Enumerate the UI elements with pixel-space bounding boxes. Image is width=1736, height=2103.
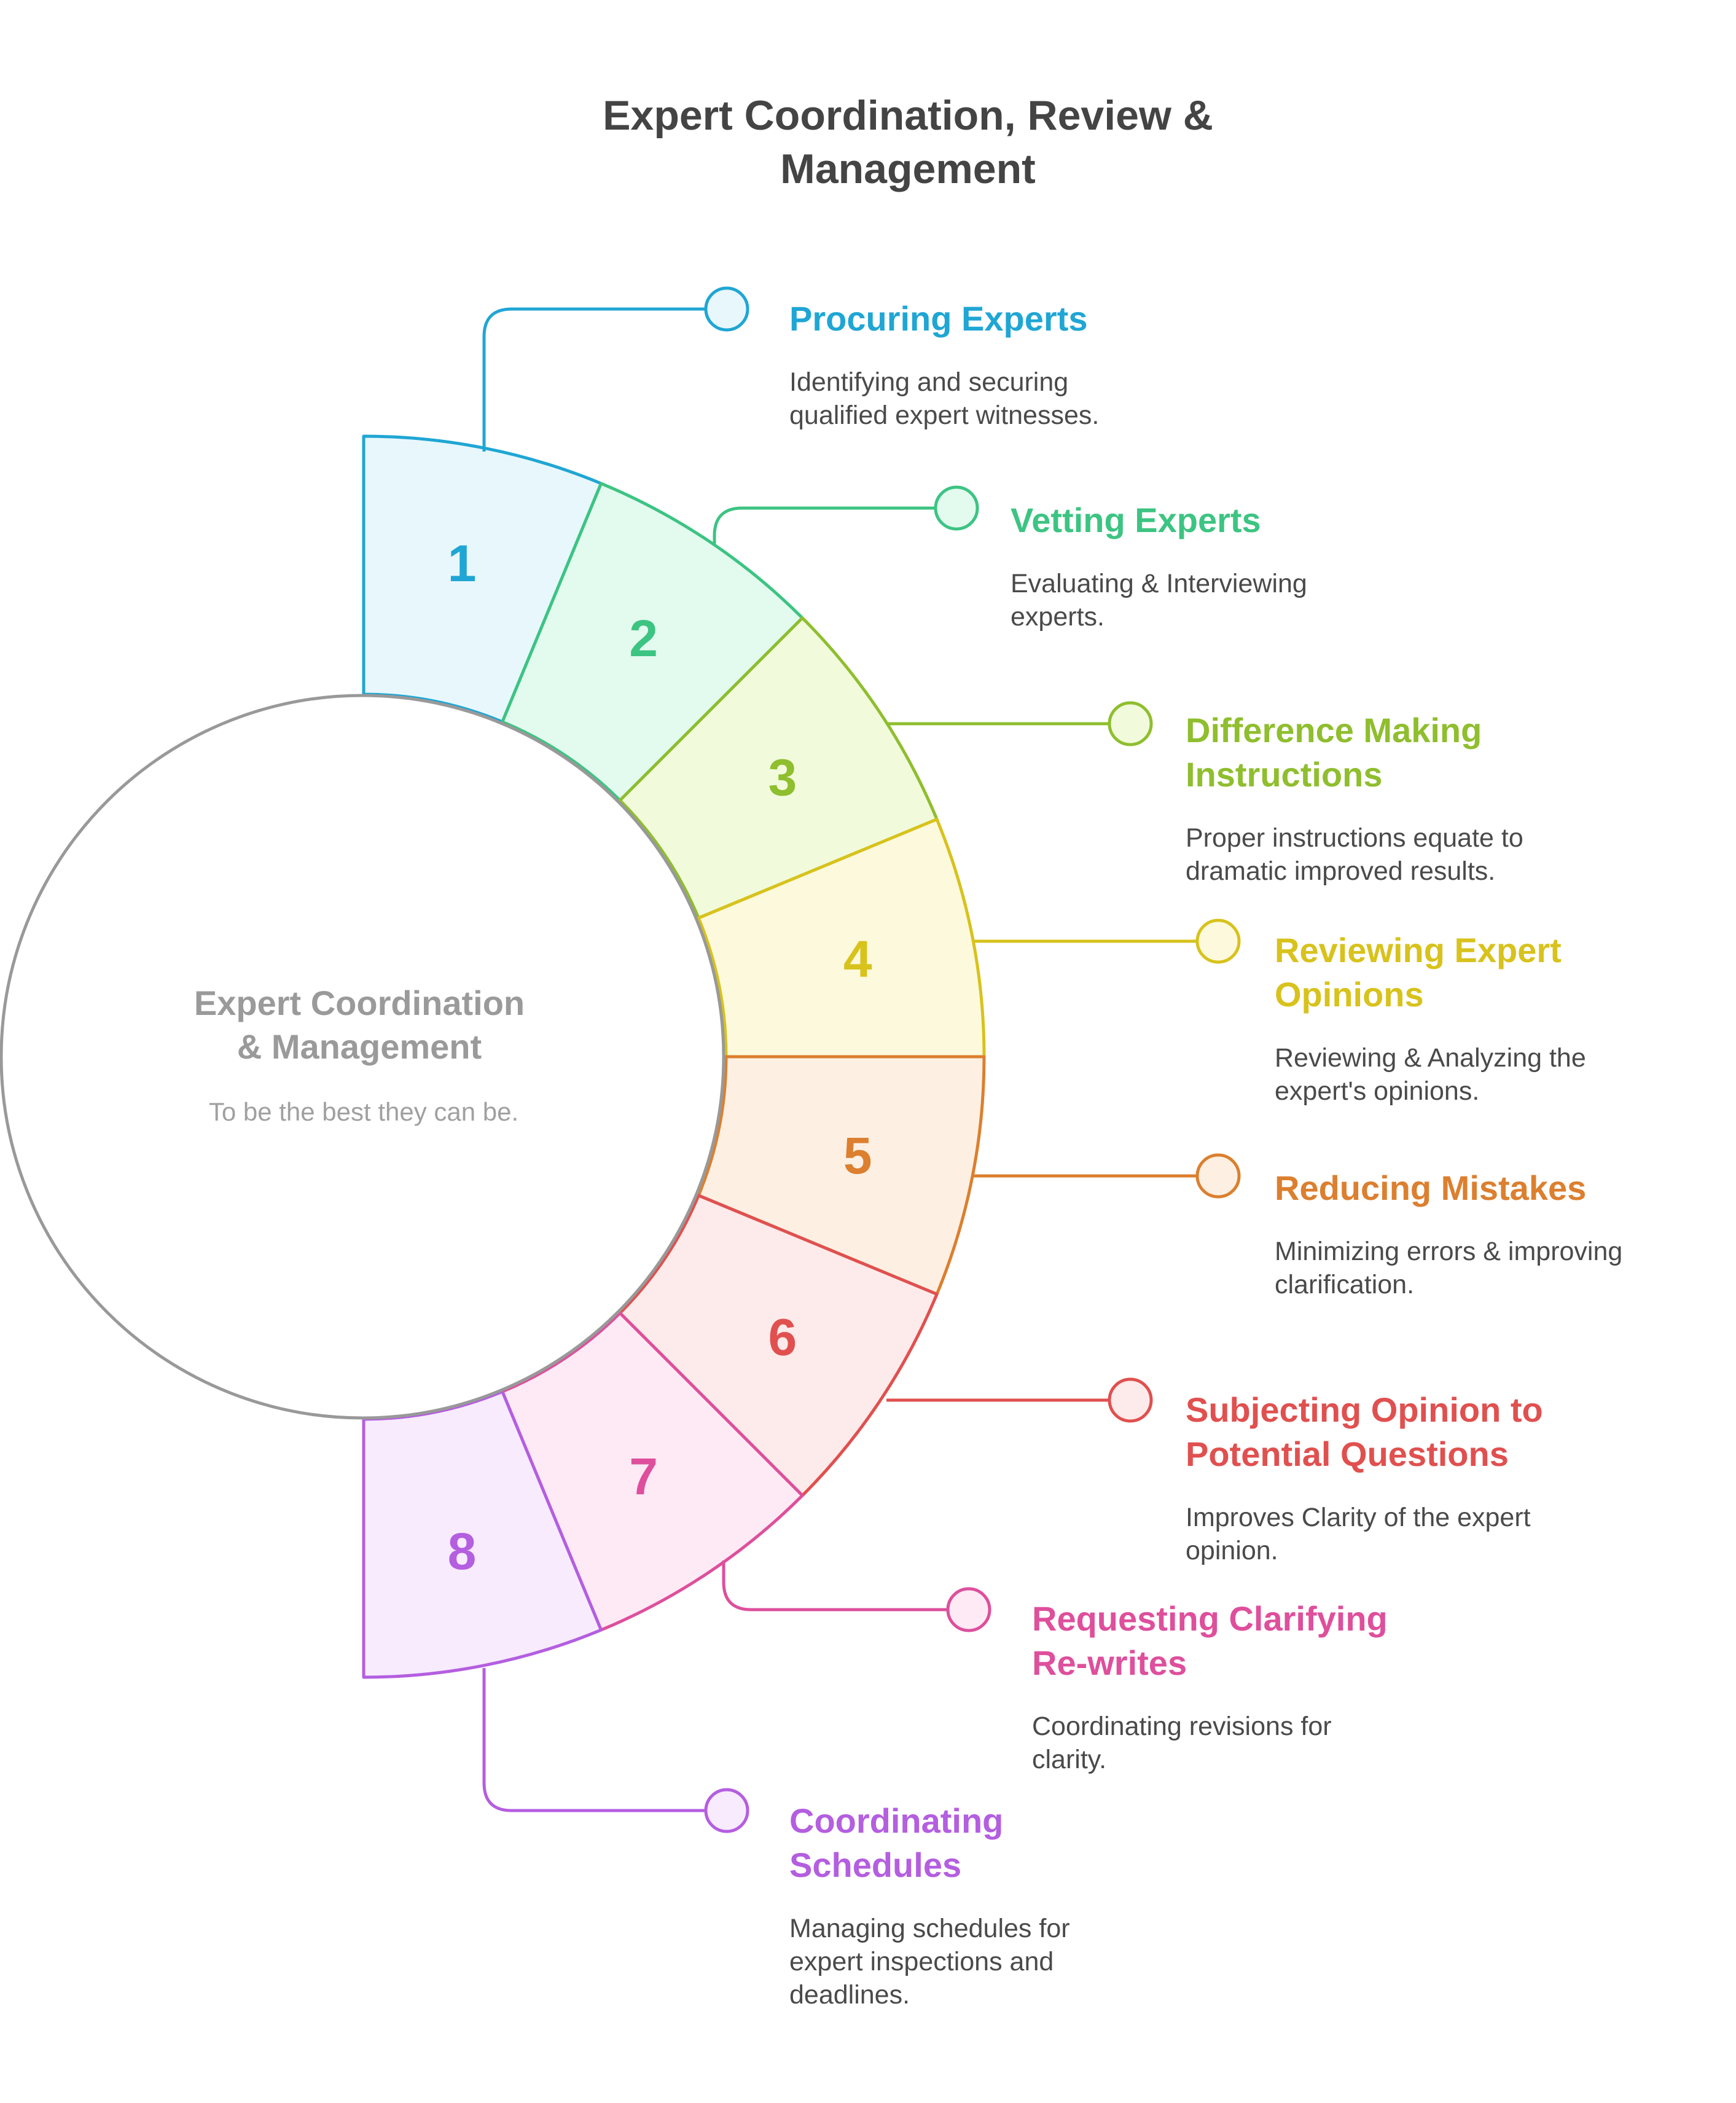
step-description-8: Managing schedules for [789, 1914, 1070, 1943]
step-title-6: Subjecting Opinion to [1186, 1390, 1543, 1429]
step-description-2: Evaluating & Interviewing [1011, 569, 1307, 598]
segment-number-6: 6 [768, 1309, 797, 1366]
segment-number-1: 1 [448, 535, 477, 592]
step-description-7: Coordinating revisions for [1032, 1712, 1332, 1741]
segment-4 [697, 818, 986, 1059]
diagram-title: Expert Coordination, Review & Management [603, 92, 1213, 192]
connector-dot-4 [1195, 918, 1241, 964]
center-title-line-1: Expert Coordination [194, 984, 525, 1022]
connector-dot-7 [946, 1587, 991, 1632]
diagram-title-line-1: Expert Coordination, Review & [603, 92, 1213, 139]
step-title-7: Re-writes [1032, 1643, 1187, 1682]
diagram-title-line-2: Management [780, 146, 1036, 192]
step-title-3: Difference Making [1186, 711, 1482, 750]
step-title-8: Coordinating [789, 1801, 1003, 1840]
step-connectors [482, 286, 1241, 1833]
connector-dot-6 [1108, 1377, 1153, 1423]
segment-6 [618, 1194, 939, 1497]
step-title-3: Instructions [1186, 755, 1382, 794]
segment-3 [618, 616, 939, 920]
step-description-7: clarity. [1032, 1745, 1106, 1774]
connector-dot-1 [704, 286, 749, 332]
step-description-4: expert's opinions. [1275, 1076, 1479, 1106]
step-title-4: Reviewing Expert [1275, 931, 1562, 969]
segment-number-2: 2 [629, 609, 658, 667]
step-title-1: Procuring Experts [789, 299, 1087, 338]
connector-dot-3 [1108, 701, 1153, 746]
segment-7 [501, 1311, 804, 1632]
segment-5 [697, 1055, 986, 1296]
step-description-8: expert inspections and [789, 1947, 1054, 1976]
step-description-1: Identifying and securing [789, 367, 1068, 397]
step-title-4: Opinions [1275, 975, 1424, 1014]
step-title-6: Potential Questions [1186, 1435, 1509, 1473]
connector-7 [722, 1561, 948, 1612]
connector-8 [482, 1668, 706, 1812]
center-title-line-2: & Management [237, 1027, 482, 1066]
connector-2 [713, 506, 936, 544]
connector-dot-8 [704, 1788, 749, 1833]
connector-1 [482, 307, 706, 452]
center-subtitle: To be the best they can be. [209, 1097, 518, 1126]
ring-segments: 1 2 3 4 5 6 7 8 [362, 434, 986, 1679]
center-circle [0, 694, 725, 1420]
step-description-3: Proper instructions equate to [1186, 823, 1523, 853]
step-description-2: experts. [1011, 602, 1105, 632]
step-description-4: Reviewing & Analyzing the [1275, 1043, 1586, 1073]
segment-number-4: 4 [843, 930, 872, 988]
segment-number-5: 5 [843, 1127, 872, 1185]
center-label: Expert Coordination & Management To be t… [194, 984, 525, 1126]
step-description-5: Minimizing errors & improving [1275, 1237, 1622, 1266]
step-title-8: Schedules [789, 1846, 961, 1884]
step-description-8: deadlines. [789, 1980, 910, 2010]
step-title-7: Requesting Clarifying [1032, 1599, 1388, 1638]
step-title-5: Reducing Mistakes [1275, 1169, 1586, 1207]
step-title-2: Vetting Experts [1011, 501, 1261, 539]
segment-2 [501, 482, 804, 802]
segment-number-3: 3 [768, 748, 797, 806]
step-description-5: clarification. [1275, 1270, 1414, 1299]
connector-dot-2 [934, 485, 979, 531]
step-description-3: dramatic improved results. [1186, 856, 1495, 886]
segment-number-8: 8 [448, 1522, 477, 1580]
step-description-6: opinion. [1186, 1536, 1278, 1565]
step-description-6: Improves Clarity of the expert [1186, 1503, 1531, 1532]
connector-dot-5 [1195, 1153, 1241, 1199]
step-description-1: qualified expert witnesses. [789, 401, 1099, 430]
segment-number-7: 7 [629, 1447, 658, 1505]
